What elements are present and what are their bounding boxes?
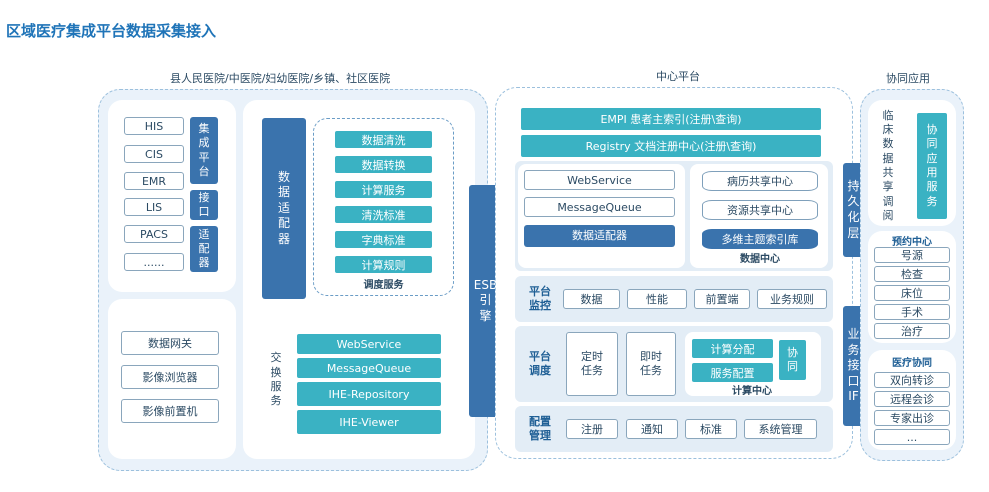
system-emr: EMR [124,172,184,190]
center-webservice: WebService [524,170,675,190]
booking-center-title: 预约中心 [892,237,932,248]
db-resource-share-center: 资源共享中心 [702,200,818,220]
exchange-webservice: WebService [297,334,441,354]
image-browser: 影像浏览器 [121,365,219,389]
persistence-layer: 持久化层 [843,163,864,257]
medical-referral: 双向转诊 [874,372,950,388]
adapter-box: 适配器 [190,226,218,272]
medical-remote-consult: 远程会诊 [874,391,950,407]
exchange-ihe-viewer: IHE-Viewer [297,410,441,434]
dispatch-data-cleaning: 数据清洗 [335,131,432,148]
page-title: 区域医疗集成平台数据采集接入 [6,22,217,40]
dispatch-compute-rules: 计算规则 [335,256,432,273]
config-register: 注册 [566,419,618,439]
monitor-business-rules: 业务规则 [757,289,827,309]
collaboration-box: 协同 [779,340,806,380]
config-standard: 标准 [685,419,737,439]
system-lis: LIS [124,198,184,216]
integration-platform-box: 集成平台 [190,117,218,184]
data-gateway: 数据网关 [121,331,219,355]
dispatch-cleaning-standard: 清洗标准 [335,206,432,223]
exchange-ihe-repository: IHE-Repository [297,382,441,406]
center-data-adapter: 数据适配器 [524,225,675,247]
config-management-label: 配置管理 [529,415,551,442]
config-notify: 通知 [626,419,678,439]
db-medical-record-center: 病历共享中心 [702,171,818,191]
system-more: ...... [124,253,184,271]
db-multi-index-library: 多维主题索引库 [702,229,818,249]
booking-exam: 检查 [874,266,950,282]
platform-monitor-label: 平台监控 [529,285,551,312]
booking-number-source: 号源 [874,247,950,263]
booking-treatment: 治疗 [874,323,950,339]
exchange-service-label: 交换服务 [270,351,282,408]
compute-center-label: 计算中心 [732,386,772,397]
center-messagequeue: MessageQueue [524,197,675,217]
image-frontend: 影像前置机 [121,399,219,423]
monitor-data: 数据 [563,289,620,309]
dispatch-compute-service: 计算服务 [335,181,432,198]
medical-more: ... [874,429,950,445]
interface-box: 接口 [190,190,218,220]
monitor-performance: 性能 [627,289,687,309]
empi-box: EMPI 患者主索引(注册\查询) [521,108,821,130]
system-pacs: PACS [124,225,184,243]
booking-surgery: 手术 [874,304,950,320]
dispatch-data-conversion: 数据转换 [335,156,432,173]
system-cis: CIS [124,145,184,163]
platform-schedule-label: 平台调度 [529,350,551,377]
data-center-label: 数据中心 [740,253,780,265]
dispatch-dictionary-standard: 字典标准 [335,231,432,248]
system-his: HIS [124,117,184,135]
data-adapter-box: 数据适配器 [262,118,306,299]
service-configuration: 服务配置 [692,363,773,382]
exchange-messagequeue: MessageQueue [297,358,441,378]
compute-distribution: 计算分配 [692,339,773,358]
collab-app-service: 协同应用服务 [917,113,947,219]
dispatch-service-label: 调度服务 [363,279,404,291]
registry-box: Registry 文档注册中心(注册\查询) [521,135,821,157]
clinical-share-label: 临床数据共享调阅 [882,108,894,222]
section-label-right: 协同应用 [886,72,930,85]
booking-bed: 床位 [874,285,950,301]
section-label-center: 中心平台 [656,70,700,83]
monitor-frontend: 前置端 [694,289,750,309]
instant-task: 即时任务 [626,332,676,396]
timed-task: 定时任务 [566,332,618,396]
medical-expert-visit: 专家出诊 [874,410,950,426]
business-interface: 业务接口IF [843,306,864,426]
section-label-left: 县人民医院/中医院/妇幼医院/乡镇、社区医院 [170,72,391,85]
medical-collab-title: 医疗协同 [892,358,932,369]
config-system-management: 系统管理 [744,419,817,439]
